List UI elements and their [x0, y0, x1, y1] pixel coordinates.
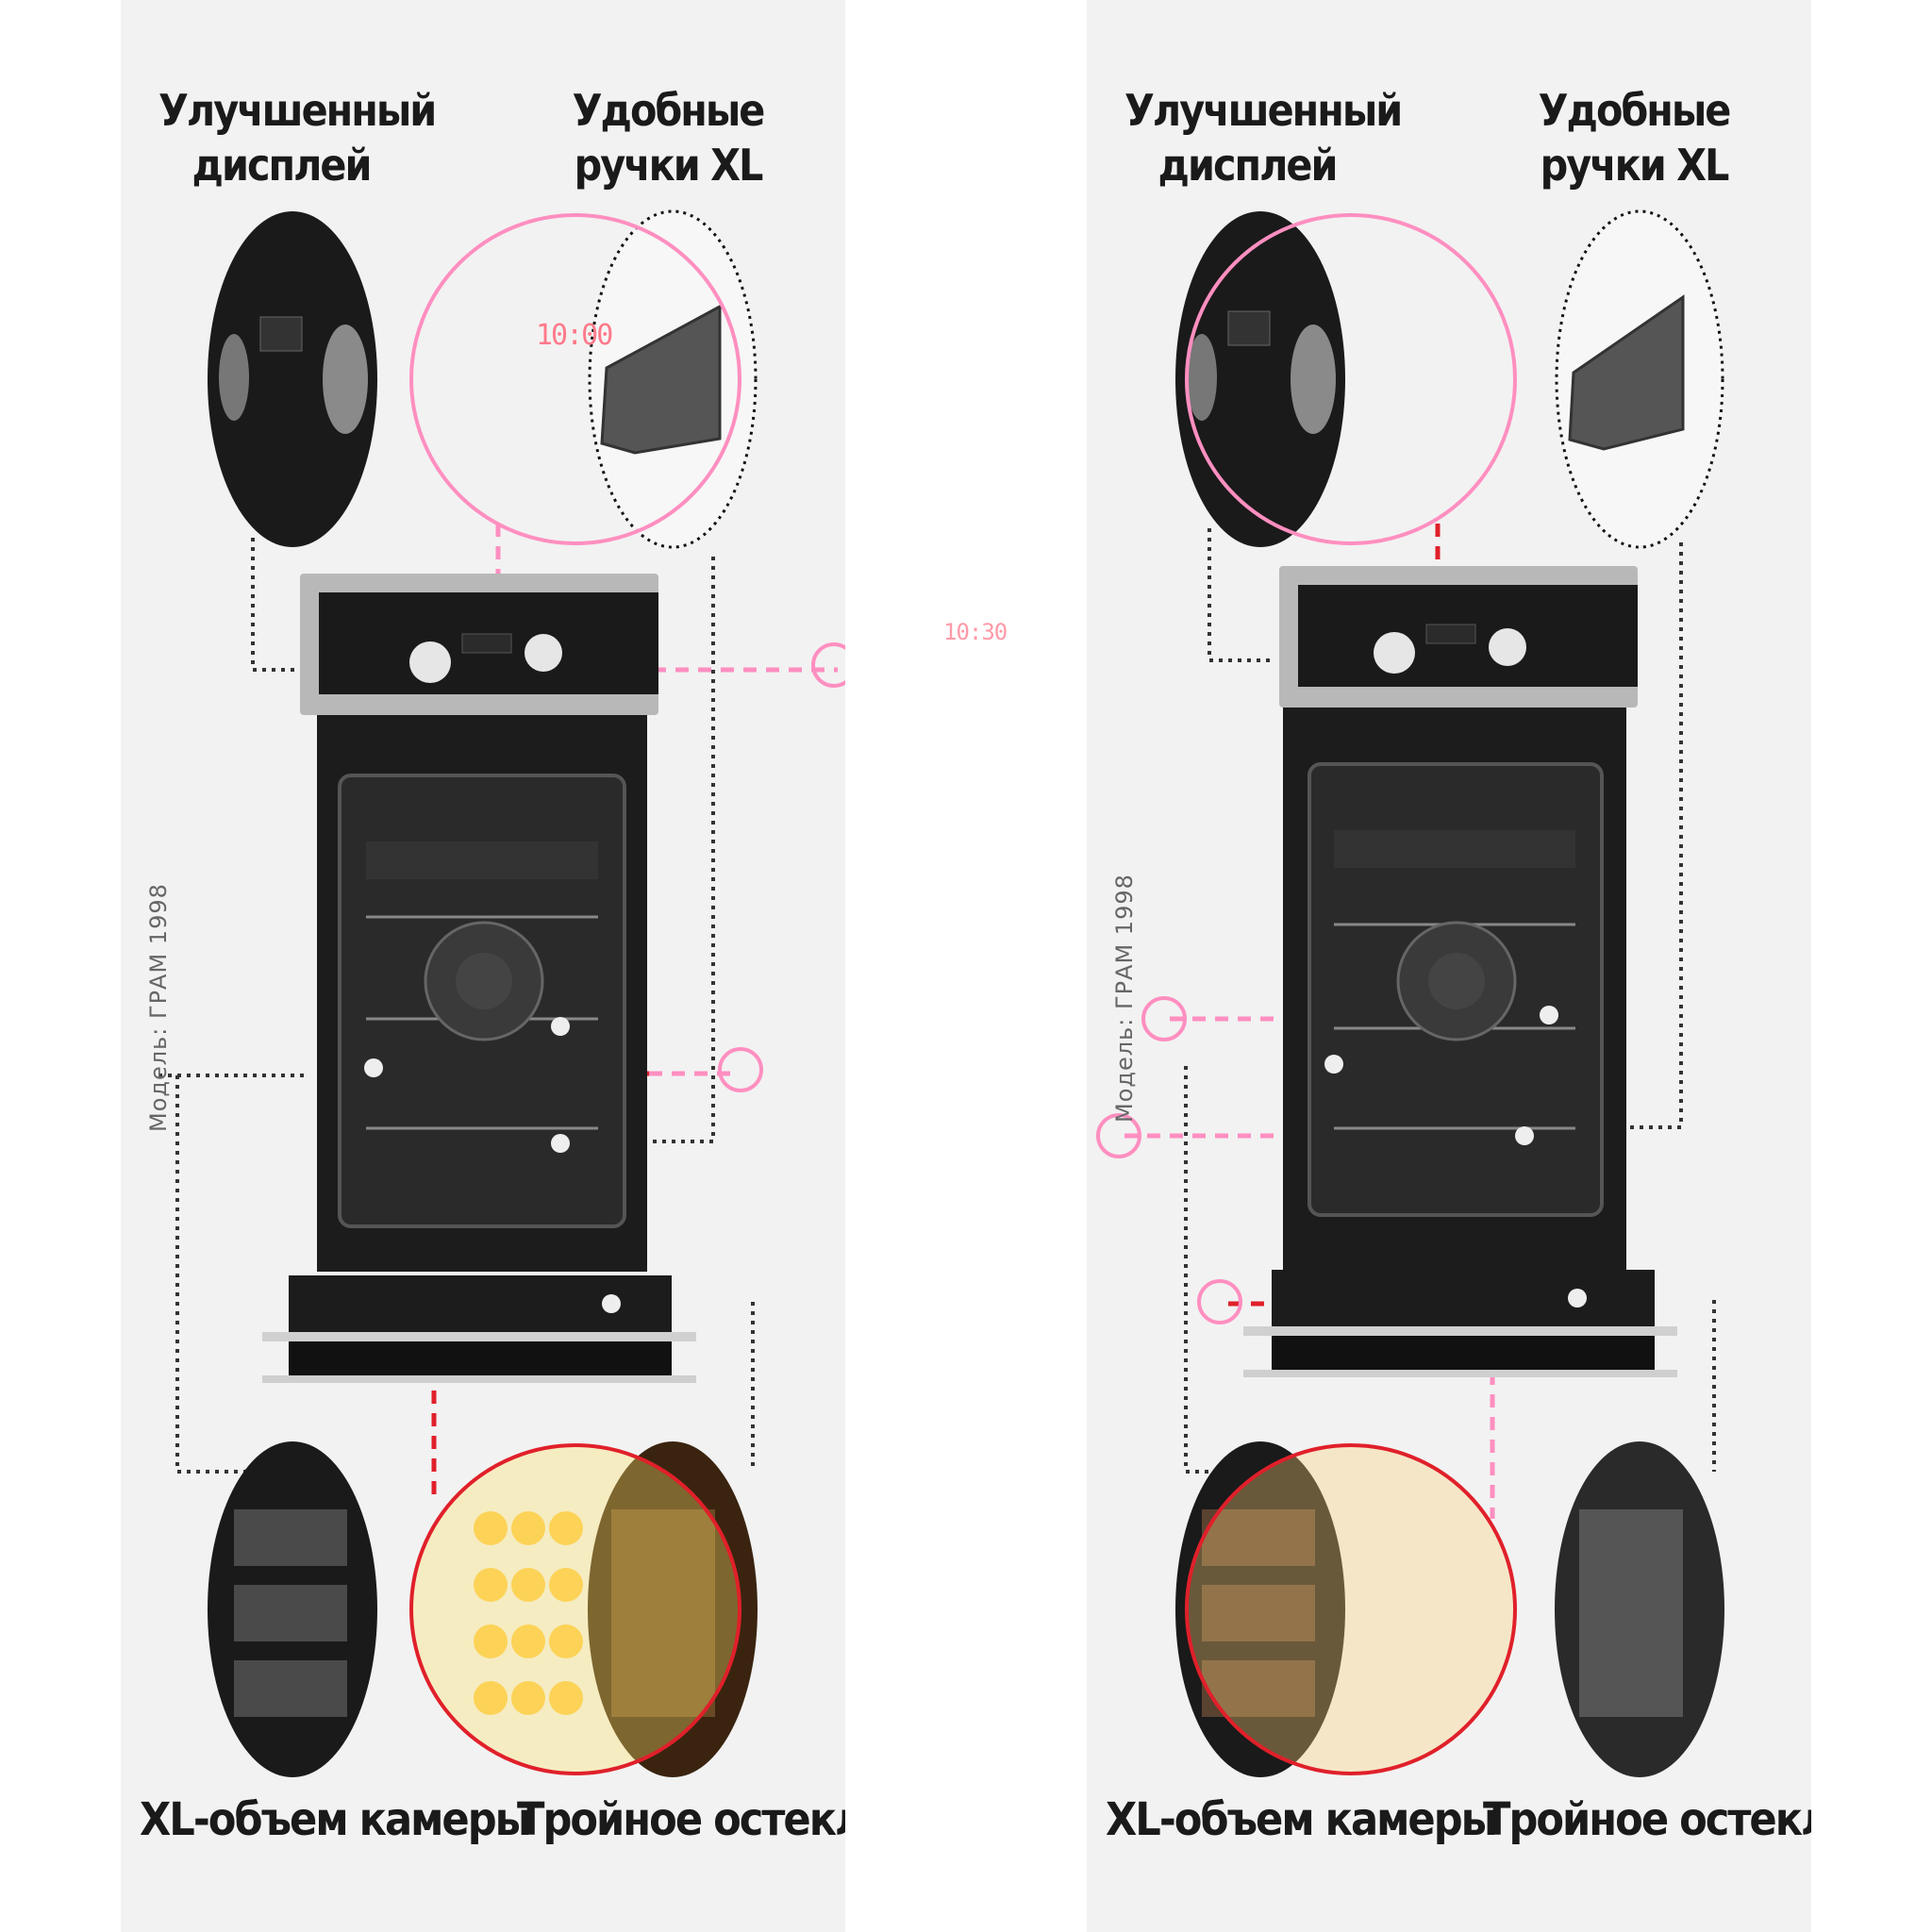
label-xl-capacity: XL-объем камеры: [1106, 1793, 1498, 1846]
connector-lines: [158, 538, 755, 1474]
oven-illustration: [158, 209, 845, 1777]
highlight-circle-top: [1185, 213, 1517, 545]
marker-circle: [1141, 996, 1187, 1041]
marker-circle: [1096, 1113, 1141, 1158]
model-label: Модель: ГРАМ 1998: [1111, 874, 1138, 1123]
highlight-circle-bottom: [1185, 1443, 1517, 1775]
model-label: Модель: ГРАМ 1998: [145, 883, 172, 1132]
display-detail: [208, 211, 377, 547]
marker-circle: [1197, 1279, 1242, 1324]
connector-lines: [1184, 528, 1716, 1474]
left-knob: [1374, 632, 1415, 674]
label-xl-capacity: XL-объем камеры: [140, 1793, 532, 1846]
display-readout: 10:00: [536, 319, 613, 352]
highlight-circle-bottom: [409, 1443, 741, 1775]
right-knob: [525, 634, 562, 672]
highlight-circle-top: [409, 213, 741, 545]
marker-circle: [718, 1047, 763, 1092]
display-detail: [1175, 211, 1345, 547]
marker-circle: [811, 642, 845, 688]
label-triple-glass: Тройное остекление: [1483, 1793, 1811, 1846]
label-triple-glass: Тройное остекление: [517, 1793, 845, 1846]
center-readout: 10:30: [943, 619, 1008, 645]
right-knob: [1489, 628, 1526, 666]
left-knob: [409, 641, 451, 683]
oven-illustration: [1096, 209, 1724, 1777]
